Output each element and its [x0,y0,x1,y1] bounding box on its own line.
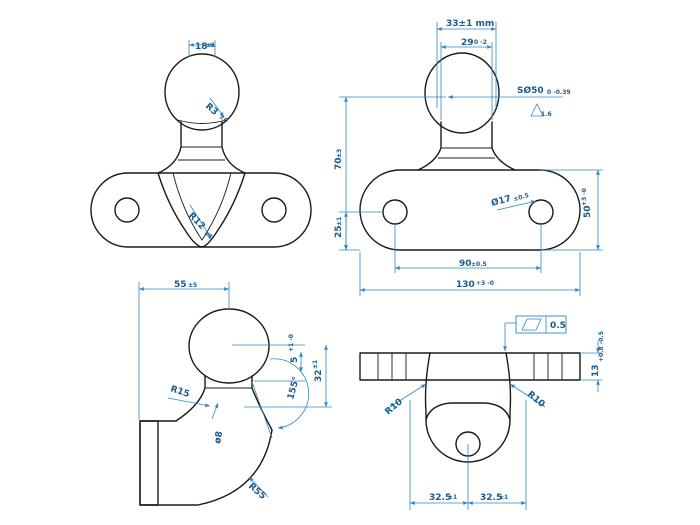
gusset-inner [172,172,232,241]
dim-inner-width: 29 [461,38,474,48]
dim-plate-height-left-tol: ±1 [336,217,343,226]
dim-plate-length: 130 [456,280,475,290]
body-outline [424,352,512,421]
dim-outer-width: 33±1 mm [446,19,494,29]
dim-offset-length: 55 [174,280,187,290]
dim-hole-spacing: 90 [459,259,472,269]
gusset-left [157,172,203,248]
dim-ball-width-tol: ±1 [206,42,215,49]
dim-center-radius-tol: ±1 [203,229,214,240]
view-bottom-left: 55 ±5 R15 155° 5 +1 -0 32 ±1 ø8 R55 [138,280,332,506]
view-top-left: 18 ±1 R3 ±0 R12 ±1 [90,40,312,248]
dim-neck-radius-tol: ±0 [218,113,230,124]
view-bottom-right: 0.5 13 +0.8 -0.5 R10 R10 32.5 ±1 32.5 ±1 [359,315,605,510]
flatness-frame [515,315,567,334]
dim-angle: 155° [286,376,302,401]
mount-hole-left [114,197,140,223]
neck-outline [157,121,246,174]
dim-radius-15: R15 [169,384,191,400]
dim-inner-width-tol: 0 -2 [474,39,487,46]
dim-radius-10-left: R10 [384,397,405,417]
mount-hole-right [261,197,287,223]
dim-half-span-left-tol: ±1 [448,494,457,501]
shank-face [425,402,511,463]
view-top-right: 33±1 mm 29 0 -2 SØ50 0 -0.39 1.6 70 ±3 2… [334,19,603,296]
dim-half-span-left: 32.5 [429,493,451,503]
neck-outline [417,121,516,171]
dim-height-13: 13 [591,364,601,377]
parallelogram-icon [521,318,542,331]
dim-half-span-right-tol: ±1 [499,494,508,501]
base-plate-outline [359,169,581,251]
dim-ball-diameter: SØ50 [517,85,544,96]
dim-height-13-tol: +0.8 -0.5 [598,331,605,362]
mount-hole-right [528,199,554,225]
mount-hole-left [382,199,408,225]
ball-bottom-flat [177,119,227,124]
shank-end-face [139,420,159,506]
dim-offset-length-tol: ±5 [188,282,197,289]
dim-hole-diameter-tol: ±0.5 [513,192,530,203]
dim-plate-height-left: 25 [334,225,344,238]
base-plate-outline [90,172,312,248]
roughness-symbol [530,103,544,117]
flatness-value: 0.5 [550,321,566,331]
dim-neck-radius: R3 [203,102,220,118]
gusset-right [201,172,246,248]
mount-plate [359,352,581,381]
dim-hole-diameter: Ø17 [490,193,512,209]
dim-height-total: 70 [334,157,344,170]
ball [164,53,240,131]
dim-plate-height-right: 50 [583,205,593,218]
dim-radius-10-right: R10 [525,390,546,410]
dim-radius-55: R55 [246,482,267,502]
dim-small-32-tol: ±1 [312,360,319,369]
dim-center-radius: R12 [186,211,207,232]
ball [188,308,270,384]
roughness-value: 1.6 [541,111,552,118]
dim-small-32: 32 [314,369,324,382]
dim-plate-height-right-tol: +3 -0 [581,188,588,206]
dim-small-5: 5 [290,357,300,363]
dim-height-total-tol: ±3 [336,149,343,158]
dim-half-span-right: 32.5 [480,493,502,503]
ball [424,52,500,134]
dim-small-5-tol: +1 -0 [288,334,295,352]
dim-phi-8: ø8 [213,431,225,445]
dim-hole-spacing-tol: ±0.5 [471,261,487,268]
dim-plate-length-tol: +3 -0 [476,280,494,287]
dim-ball-width: 18 [195,42,208,52]
dim-ball-diameter-tol: 0 -0.39 [547,89,571,96]
